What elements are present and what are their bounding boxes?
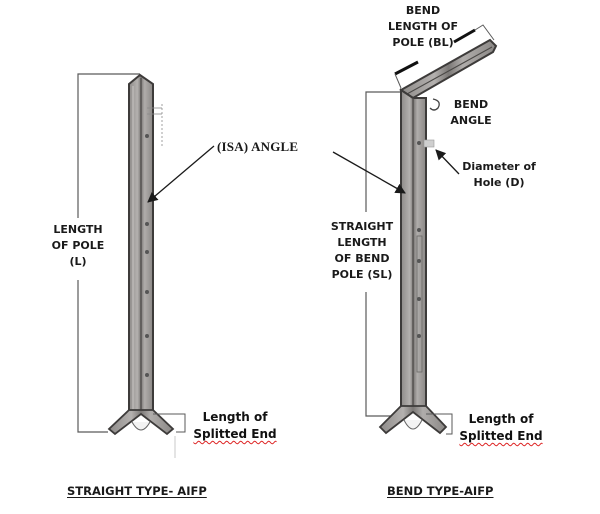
straight-pole-holes <box>145 134 149 377</box>
bend-length-label: BEND LENGTH OF POLE (BL) <box>388 4 458 49</box>
isa-angle-label: (ISA) ANGLE <box>217 139 299 154</box>
straight-type-caption: STRAIGHT TYPE- AIFP <box>67 484 207 498</box>
hole-diameter-label: Diameter of Hole (D) <box>462 160 536 189</box>
straight-splitted-end-label: Length of Splitted End <box>193 410 277 441</box>
bend-type-caption: BEND TYPE-AIFP <box>387 484 494 498</box>
bend-splitted-end-label: Length of Splitted End <box>459 412 543 443</box>
length-of-pole-label: LENGTH OF POLE (L) <box>51 223 105 268</box>
isa-angle-arrow <box>147 145 215 203</box>
bend-angle-label: BEND ANGLE <box>450 98 492 127</box>
bend-pole <box>332 24 498 435</box>
bend-length-dimension-line <box>394 24 495 89</box>
straight-length-bend-pole-label: STRAIGHT LENGTH OF BEND POLE (SL) <box>330 220 394 281</box>
bend-angle-arc <box>429 98 440 111</box>
straight-pole <box>77 73 215 458</box>
bend-pole-splitted-end <box>378 405 453 435</box>
straight-length-dimension-line <box>365 91 401 417</box>
straight-pole-splitted-end <box>107 409 186 458</box>
isa-angle-arrow-bend <box>332 151 406 194</box>
length-dimension-line <box>77 73 140 433</box>
hole-diameter-arrow <box>435 149 460 175</box>
bend-pole-holes <box>417 141 421 338</box>
